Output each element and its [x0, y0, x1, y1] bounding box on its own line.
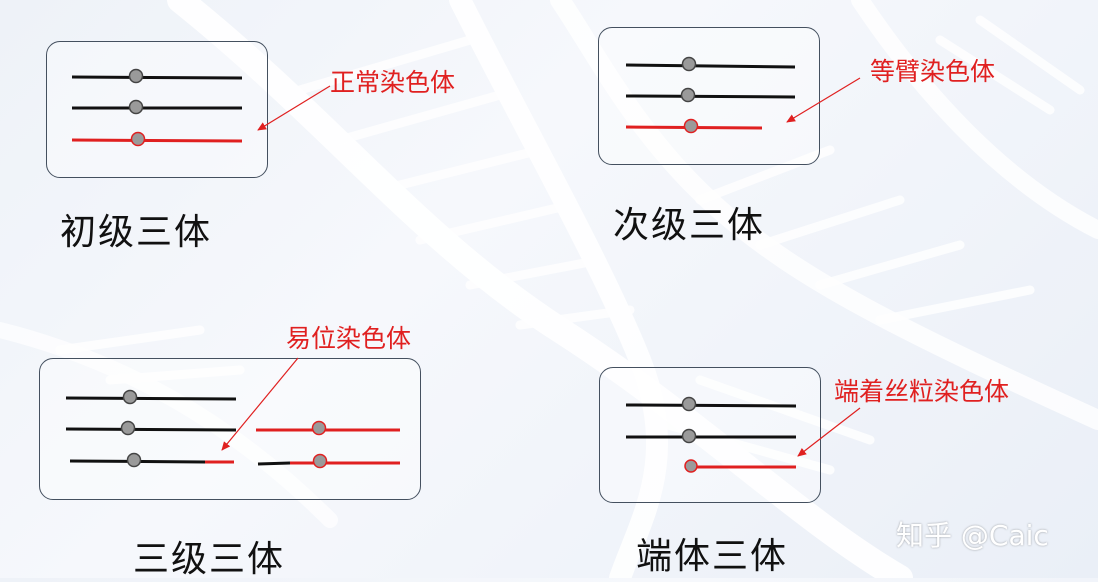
secondary-isochromosome — [625, 118, 763, 134]
watermark: 知乎 @Caic — [896, 519, 1049, 552]
secondary-trisomy-caption: 次级三体 — [613, 205, 766, 246]
isochromosome-label: 等臂染色体 — [870, 57, 996, 86]
tertiary-partner-chromosome-1 — [256, 420, 400, 436]
secondary-chromosome-2 — [625, 87, 796, 103]
primary-trisomy-caption: 初级三体 — [60, 212, 213, 253]
translocation-chromosome-label: 易位染色体 — [286, 324, 412, 353]
telocentric-trisomy-caption: 端体三体 — [636, 536, 789, 577]
primary-pointer-arrow — [257, 85, 331, 131]
tertiary-partner-chromosome-2 — [257, 453, 400, 469]
secondary-chromosome-1 — [625, 56, 796, 72]
telocentric-trisomy-panel — [599, 367, 821, 503]
tertiary-trisomy-caption: 三级三体 — [133, 539, 286, 580]
telocentric-chromosome-2 — [626, 428, 796, 444]
tertiary-chromosome-2 — [65, 420, 237, 436]
primary-chromosome-extra — [71, 131, 243, 147]
telocentric-chromosome-extra — [684, 459, 796, 473]
telocentric-chromosome-1 — [625, 396, 797, 412]
tertiary-translocation-chromosome — [69, 452, 234, 468]
tertiary-pointer-arrow — [221, 357, 299, 451]
secondary-pointer-arrow — [786, 77, 861, 123]
primary-chromosome-2 — [72, 99, 242, 115]
tertiary-chromosome-1 — [65, 389, 237, 405]
primary-chromosome-1 — [71, 68, 243, 84]
normal-chromosome-label: 正常染色体 — [330, 68, 456, 97]
telocentric-pointer-arrow — [797, 407, 861, 457]
telocentric-chromosome-label: 端着丝粒染色体 — [834, 377, 1010, 406]
